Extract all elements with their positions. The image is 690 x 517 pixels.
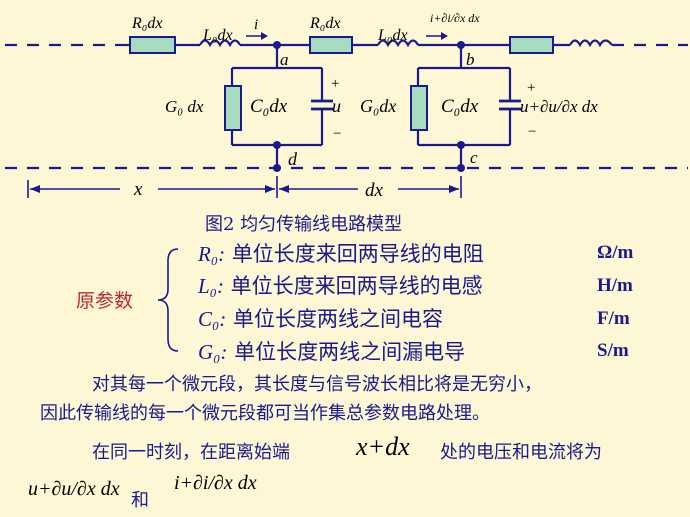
label-node-c: c — [470, 148, 478, 167]
param-unit-l0: H/m — [597, 275, 633, 296]
label-u-du: u+∂u/∂x dx — [520, 97, 598, 116]
label-r0dx-1: R₀dx — [131, 15, 162, 32]
circuit-diagram: R₀dx L₀dx i R₀dx L₀dx i+∂i/∂x dx a b d c… — [5, 11, 688, 201]
sentence-math: x+dx — [356, 432, 410, 461]
current-arrowhead-2 — [441, 32, 448, 40]
paragraph-line-1: 对其每一个微元段，其长度与信号波长相比将是无穷小， — [92, 374, 542, 395]
sentence-end: 处的电压和电流将为 — [440, 442, 602, 463]
label-node-b: b — [466, 50, 475, 69]
final-and: 和 — [131, 490, 149, 511]
param-symbol: G₀: — [198, 340, 228, 364]
label-g0dx-2: G₀dx — [360, 96, 396, 116]
params-brace — [157, 248, 179, 352]
inductor-2 — [377, 39, 419, 48]
param-row-c0: C₀: 单位长度两线之间电容 — [198, 303, 443, 333]
param-desc: 单位长度两线之间电容 — [233, 307, 443, 331]
label-minus-1: − — [333, 126, 341, 142]
param-desc: 单位长度来回两导线的电感 — [230, 274, 483, 298]
label-dim-dx: dx — [365, 180, 384, 201]
label-g0dx-1: G₀ dx — [165, 97, 204, 116]
node-c-bottom-dot — [457, 164, 465, 172]
dim-arrowhead-x-left — [30, 185, 40, 193]
param-unit-c0: F/m — [597, 308, 630, 329]
param-symbol: R₀: — [198, 242, 226, 266]
sentence-start: 在同一时刻，在距离始端 — [92, 442, 290, 463]
conductance-1 — [224, 85, 242, 131]
label-u: u — [332, 96, 341, 116]
label-dim-x: x — [133, 179, 143, 200]
label-l0dx-1: L₀dx — [202, 27, 233, 44]
dim-arrowhead-x-right — [265, 185, 275, 193]
label-c0dx-2: C₀dx — [441, 96, 479, 117]
node-b-dot — [457, 41, 465, 49]
node-d-bottom-dot — [273, 164, 281, 172]
param-row-l0: L₀: 单位长度来回两导线的电感 — [198, 270, 483, 300]
resistor-top-2 — [309, 36, 353, 54]
param-desc: 单位长度来回两导线的电阻 — [231, 242, 484, 266]
param-row-g0: G₀: 单位长度两线之间漏电导 — [198, 336, 465, 366]
final-u-expression: u+∂u/∂x dx — [28, 478, 120, 500]
final-i-expression: i+∂i/∂x dx — [174, 472, 257, 494]
paragraph-line-2: 因此传输线的每一个微元段都可当作集总参数电路处理。 — [40, 403, 490, 424]
current-arrowhead-1 — [261, 32, 268, 40]
label-c0dx-1: C₀dx — [250, 96, 288, 117]
param-unit-r0: Ω/m — [597, 242, 634, 263]
label-plus-2: + — [527, 80, 535, 96]
inductor-3 — [569, 39, 613, 48]
figure-caption: 图2 均匀传输线电路模型 — [205, 214, 403, 235]
label-current-i: i — [254, 17, 258, 33]
dim-arrowhead-dx-right — [449, 185, 459, 193]
label-current-2: i+∂i/∂x dx — [430, 11, 480, 25]
inductor-1 — [199, 39, 241, 48]
node-d-dot — [273, 141, 281, 149]
param-symbol: L₀: — [198, 274, 224, 298]
param-unit-g0: S/m — [597, 340, 629, 361]
label-node-d: d — [288, 149, 298, 169]
param-desc: 单位长度两线之间漏电导 — [234, 340, 466, 364]
node-c-dot — [457, 141, 465, 149]
resistor-top-3 — [509, 36, 554, 54]
param-symbol: C₀: — [198, 307, 227, 331]
node-a-dot — [273, 41, 281, 49]
label-minus-2: − — [528, 124, 536, 140]
label-r0dx-2: R₀dx — [309, 15, 340, 32]
resistor-top-1 — [129, 36, 176, 54]
label-node-a: a — [280, 50, 289, 69]
params-label: 原参数 — [76, 290, 134, 312]
conductance-2 — [410, 85, 428, 131]
dim-arrowhead-dx-left — [279, 185, 289, 193]
label-l0dx-2: L₀dx — [377, 27, 408, 44]
label-plus-1: + — [331, 76, 339, 92]
param-row-r0: R₀: 单位长度来回两导线的电阻 — [198, 238, 484, 268]
